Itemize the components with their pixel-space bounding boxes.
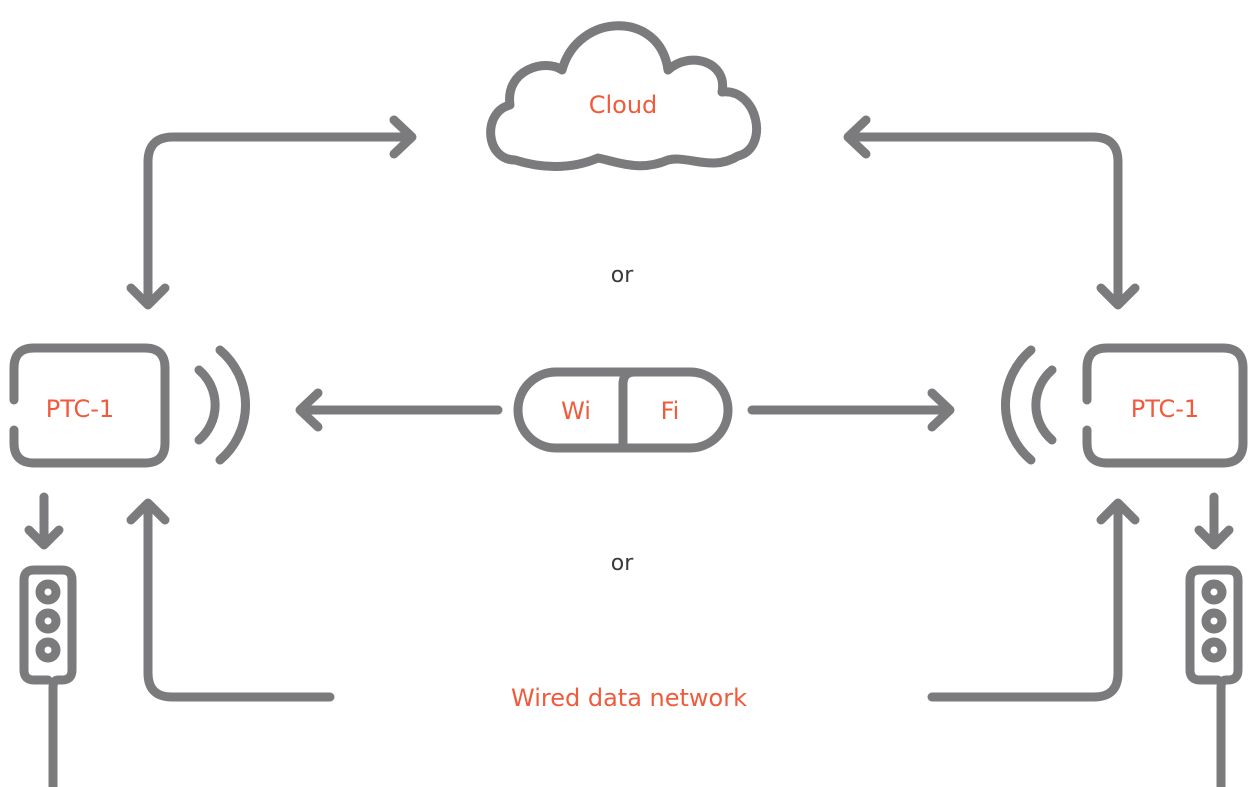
cloud-label: Cloud: [589, 91, 658, 119]
wired-left-connector: [143, 500, 335, 702]
traffic-light-icon: [19, 565, 77, 787]
device-label-left: PTC-1: [46, 395, 114, 423]
arrowhead-down-icon: [1096, 283, 1140, 310]
traffic-light-icon: [1185, 565, 1243, 787]
device-label-right: PTC-1: [1131, 395, 1199, 423]
or-label-bottom: or: [611, 551, 634, 576]
cloud-right-connector: [847, 132, 1123, 305]
arrowhead-down-icon: [1194, 525, 1234, 550]
or-label-top: or: [611, 263, 634, 288]
device-box-right: [1082, 343, 1248, 468]
arrowhead-down-icon: [126, 283, 170, 310]
arrowhead-right-icon: [389, 115, 417, 159]
arrowhead-left-icon: [843, 115, 871, 159]
cloud-icon: [486, 21, 762, 171]
device-box-left: [9, 343, 170, 468]
cloud-left-connector: [143, 132, 413, 305]
wired-right-connector: [927, 500, 1123, 702]
arrowhead-up-icon: [1096, 498, 1140, 525]
arrowhead-left-icon: [295, 388, 323, 432]
signal-waves-icon-outer: [1000, 345, 1036, 465]
wifi-label-wi: Wi: [561, 397, 591, 425]
signal-waves-icon: [194, 365, 220, 445]
wired-network-label: Wired data network: [511, 684, 747, 712]
arrowhead-up-icon: [126, 498, 170, 525]
wifi-pill-divider: [618, 367, 640, 453]
wifi-label-fi: Fi: [661, 397, 680, 425]
wifi-pill-icon: [513, 367, 733, 453]
arrowhead-down-icon: [24, 525, 64, 550]
signal-waves-icon: [1031, 365, 1057, 445]
arrowhead-right-icon: [927, 388, 955, 432]
signal-waves-icon-outer: [215, 345, 251, 465]
